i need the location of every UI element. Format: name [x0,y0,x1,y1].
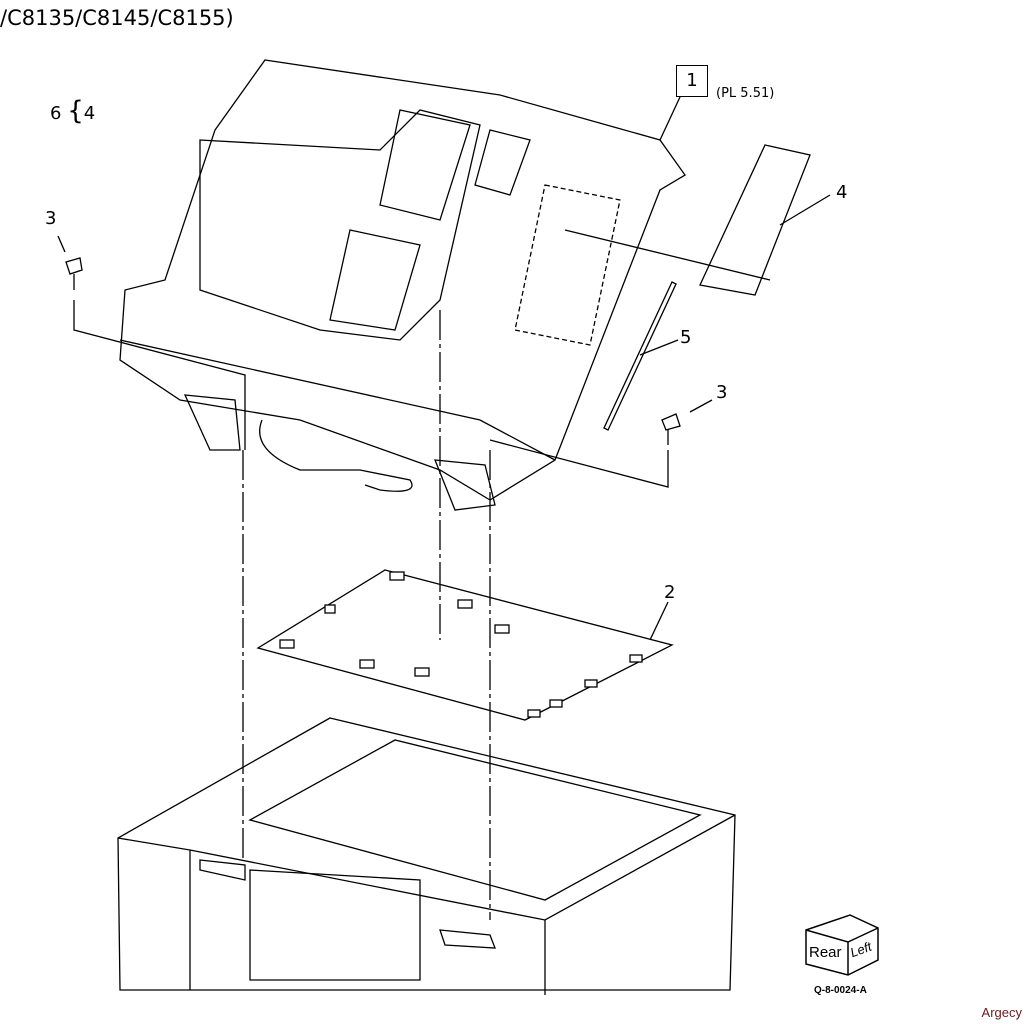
set-label: 6 {4 [50,96,95,126]
diagram-code: Q-8-0024-A [814,985,867,996]
document-feeder-assembly [119,59,771,511]
page-title: /C8135/C8145/C8155) [0,6,234,30]
callout-1-reference: (PL 5.51) [716,86,775,101]
screw-part-3-right [661,413,681,431]
callout-3-left: 3 [45,208,57,229]
watermark: Argecy [981,1005,1022,1020]
callout-5: 5 [680,327,692,348]
callout-2: 2 [664,582,676,603]
platen-cushion-part-2 [256,569,674,721]
cube-rear-label: Rear [809,944,842,961]
callout-1: 1 [676,65,708,97]
scanner-base [117,717,736,995]
set-child-number: 4 [83,103,96,124]
screw-part-3-left [65,257,83,275]
label-part-4 [699,144,811,296]
callout-3-right: 3 [716,382,728,403]
strip-part-5 [603,281,677,431]
set-parent-number: 6 [50,103,62,124]
set-brace: { [67,96,84,126]
callout-4: 4 [836,182,848,203]
